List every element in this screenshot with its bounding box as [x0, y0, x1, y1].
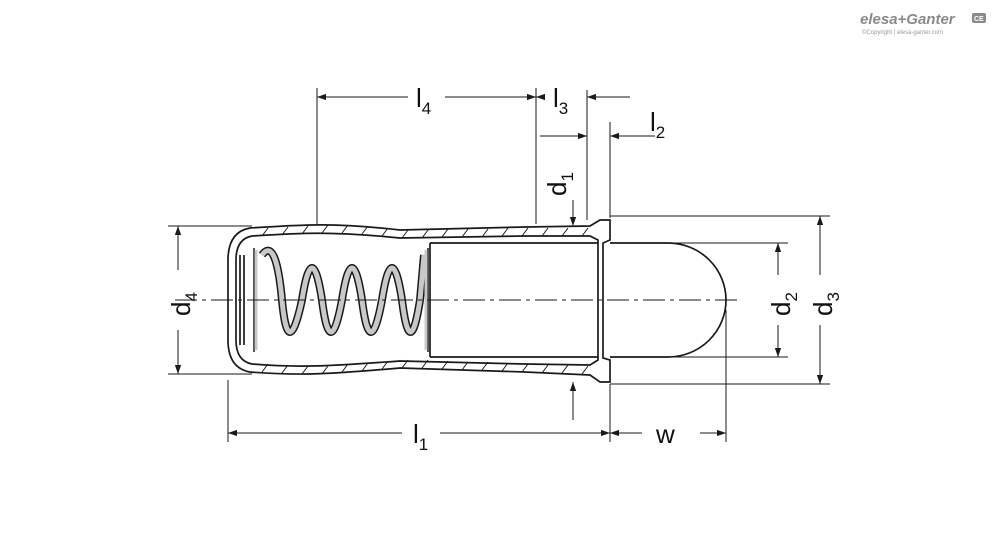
sleeve-inner	[235, 232, 599, 367]
label-w: w	[655, 419, 675, 449]
sleeve-outer	[227, 219, 611, 383]
brand-copyright: ©Copyright | elesa-ganter.com	[862, 29, 943, 36]
extension-lines	[168, 88, 830, 442]
ce-mark: CE	[974, 16, 984, 23]
label-l4: l4	[416, 83, 431, 118]
label-l1: l1	[413, 419, 428, 454]
section-hatching	[261, 224, 589, 375]
label-d2: d2	[766, 292, 801, 316]
label-l3: l3	[553, 83, 568, 118]
label-d1: d1	[542, 172, 577, 196]
plunger-body	[227, 219, 727, 383]
label-l2: l2	[650, 107, 665, 142]
brand-logo: elesa+Ganter ©Copyright | elesa-ganter.c…	[860, 11, 986, 36]
dimension-labels: l4 l3 l2 l1 w d1 d4 d2 d3	[166, 83, 843, 454]
ce-badge	[972, 13, 986, 23]
label-d3: d3	[808, 292, 843, 316]
label-d4: d4	[166, 292, 201, 316]
brand-name: elesa+Ganter	[860, 11, 956, 28]
dimension-lines	[174, 93, 824, 437]
